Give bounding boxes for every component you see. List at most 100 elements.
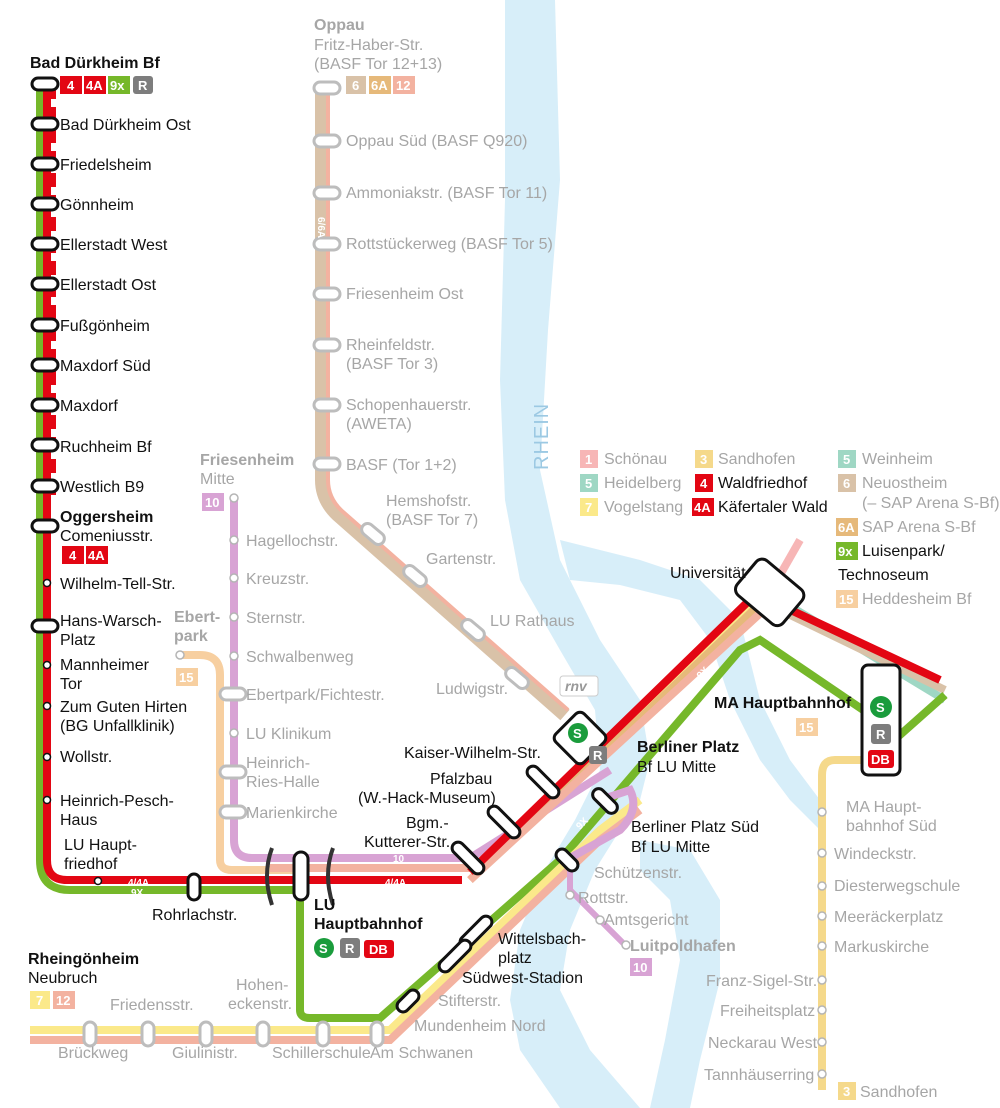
station-ma-hbf-sued-2: bahnhof Süd	[846, 818, 937, 835]
neckar-river	[560, 540, 820, 830]
legend-sandhofen: Sandhofen	[718, 451, 795, 468]
legend-neuostheim: Neuostheim	[862, 475, 947, 492]
badge-10-text: 10	[205, 495, 219, 510]
badge-6	[346, 76, 366, 94]
station-bf-lu-mitte-2: Bf LU Mitte	[631, 839, 710, 856]
legend-neuostheim-2: (– SAP Arena S-Bf)	[862, 495, 1000, 512]
line-4	[43, 85, 462, 884]
station-guten-hirten: Zum Guten Hirten	[60, 699, 187, 716]
line-oppau	[315, 85, 570, 721]
station-ebertpark-fichte: Ebertpark/Fichtestr.	[246, 687, 385, 704]
station-fussgoenheim: Fußgönheim	[60, 318, 150, 335]
station-bad-duerkheim-bf: Bad Dürkheim Bf	[30, 55, 160, 72]
badge-10-text: 10	[633, 960, 647, 975]
badge-15-text: 15	[799, 720, 813, 735]
tag-4-4a: 4/4A	[128, 878, 149, 889]
sbahn-label: S	[573, 726, 582, 741]
sbahn-label: S	[319, 941, 328, 956]
station-hans-warsch: Hans-Warsch-	[60, 613, 162, 630]
station-brueckweg: Brückweg	[58, 1045, 128, 1062]
legend-waldfriedhof: Waldfriedhof	[718, 475, 808, 492]
legend-technoseum: Technoseum	[838, 567, 929, 584]
badge-10	[202, 493, 224, 511]
river-label: RHEIN	[531, 403, 553, 470]
badge-12-text: 12	[396, 78, 410, 93]
db-icon	[364, 940, 394, 958]
badge-4-text: 4	[67, 78, 75, 93]
db-icon	[868, 750, 894, 768]
station-friesenheim: Friesenheim	[200, 452, 294, 469]
station-mannheimer-tor-2: Tor	[60, 676, 83, 693]
station-pfalzbau-2: (W.-Hack-Museum)	[358, 790, 496, 807]
legend-heddesheim: Heddesheim Bf	[862, 591, 972, 608]
stops-corridor	[395, 764, 631, 1014]
badge-6a	[369, 76, 391, 94]
station-bad-duerkheim-ost: Bad Dürkheim Ost	[60, 117, 191, 134]
station-schuetzenstr: Schützenstr.	[594, 865, 682, 882]
station-lu-hbf-2: Hauptbahnhof	[314, 916, 423, 933]
db-label: DB	[369, 942, 388, 957]
badge-12-text: 12	[56, 993, 70, 1008]
station-lu-hauptfriedhof: LU Haupt-	[64, 837, 137, 854]
stops-south	[82, 1020, 385, 1048]
rnv-logo	[559, 675, 599, 697]
station-hemshof-2: (BASF Tor 7)	[386, 512, 478, 529]
station-hagellochstr: Hagellochstr.	[246, 533, 339, 550]
badge-6-text: 6	[352, 78, 359, 93]
station-oggersheim: Oggersheim	[60, 509, 153, 526]
station-rottstueckerweg: Rottstückerweg (BASF Tor 5)	[346, 236, 553, 253]
station-ellerstadt-west: Ellerstadt West	[60, 237, 168, 254]
badge-15-text: 15	[179, 670, 193, 685]
legend-num: 7	[585, 500, 592, 515]
stops-sandhofen	[817, 807, 827, 1079]
line-10-loop	[568, 785, 638, 862]
station-ries: Heinrich-	[246, 755, 310, 772]
station-friedelsheim: Friedelsheim	[60, 157, 152, 174]
badge-4a-text: 4A	[88, 548, 105, 563]
badge-4-text: 4	[69, 548, 77, 563]
station-friesenheim-mitte: Mitte	[200, 471, 235, 488]
stops-oppau	[312, 80, 530, 690]
badge-12	[53, 991, 75, 1009]
station-kaiser-wilhelm: Kaiser-Wilhelm-Str.	[404, 745, 541, 762]
legend-num: 4A	[694, 500, 711, 515]
station-hemshof: Hemshofstr.	[386, 493, 471, 510]
station-wilhelm-tell: Wilhelm-Tell-Str.	[60, 576, 176, 593]
station-rheinfeldstr-2: (BASF Tor 3)	[346, 356, 438, 373]
station-friesenheim-ost: Friesenheim Ost	[346, 286, 464, 303]
sbahn-icon	[568, 723, 588, 743]
station-basf: BASF (Tor 1+2)	[346, 457, 457, 474]
station-neubruch: Neubruch	[28, 970, 97, 987]
station-maxdorf: Maxdorf	[60, 398, 118, 415]
legend-num: 5	[585, 476, 592, 491]
line-corridor	[467, 572, 783, 883]
badge-15	[176, 668, 198, 686]
station-oppau-sued: Oppau Süd (BASF Q920)	[346, 133, 527, 150]
station-berliner-sued: Berliner Platz Süd	[631, 819, 759, 836]
line-east	[776, 538, 948, 704]
legend-vogelstang: Vogelstang	[604, 499, 683, 516]
rnv-logo-text: rnv	[565, 678, 588, 694]
station-rottstr: Rottstr.	[578, 890, 629, 907]
line-3-south	[818, 756, 875, 1090]
station-gartenstr: Gartenstr.	[426, 551, 496, 568]
station-universitaet-marker	[734, 557, 806, 628]
badge-9x-text: 9x	[110, 78, 125, 93]
badge-7-text: 7	[36, 993, 43, 1008]
legend-heidelberg: Heidelberg	[604, 475, 681, 492]
badge-9x	[108, 76, 130, 94]
station-universitaet: Universität	[670, 565, 746, 582]
station-giulinistr: Giulinistr.	[172, 1045, 238, 1062]
regional-label: R	[345, 941, 355, 956]
station-goennheim: Gönnheim	[60, 197, 134, 214]
sbahn-label: S	[876, 700, 885, 715]
badge-4a	[84, 76, 106, 94]
tag-9x: 9X	[131, 888, 144, 899]
station-schopenhauer: Schopenhauerstr.	[346, 397, 471, 414]
station-oppau: Oppau	[314, 17, 365, 34]
stops-friesenheim	[175, 493, 248, 820]
tag-10: 10	[393, 854, 405, 865]
station-pesch: Heinrich-Pesch-	[60, 793, 174, 810]
badge-4a-text: 4A	[86, 78, 103, 93]
station-tannhaeuser: Tannhäuserring	[704, 1067, 814, 1084]
